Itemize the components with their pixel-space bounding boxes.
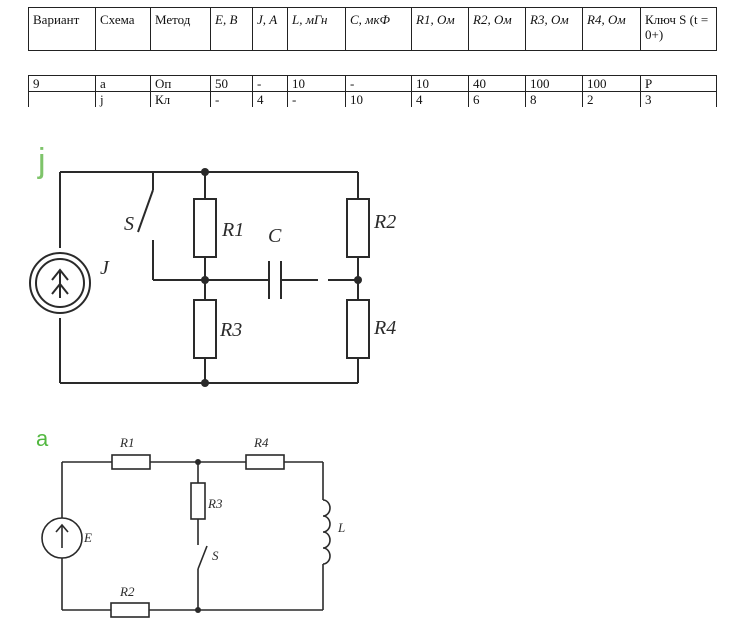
junction-dots: [195, 168, 362, 613]
switch-s-a: [197, 545, 208, 570]
label-r1-j: R1: [221, 219, 244, 241]
header-c: C, мкФ: [345, 7, 412, 51]
header-e: E, В: [210, 7, 253, 51]
resistor-r2-j: [346, 198, 370, 258]
label-r3-a: R3: [207, 496, 223, 511]
table-cell: P: [640, 75, 717, 92]
parameters-table-header: Вариант Схема Метод E, В J, А L, мГн C, …: [28, 7, 717, 51]
resistor-r4-a: [245, 454, 285, 470]
label-e: E: [83, 530, 92, 545]
circuit-a-tag: a: [36, 426, 49, 451]
resistor-r3-a: [190, 482, 206, 520]
label-r4-a: R4: [253, 435, 269, 450]
table-row: 9 a Оп 50 - 10 - 10 40 100 100 P: [28, 75, 717, 92]
resistor-r2-a: [110, 602, 150, 618]
table-cell: 50: [210, 75, 253, 92]
header-r4: R4, Ом: [582, 7, 641, 51]
table-cell: a: [95, 75, 151, 92]
label-j: J: [100, 257, 110, 279]
label-s-j: S: [124, 213, 134, 235]
table-cell: Оп: [150, 75, 211, 92]
label-c: C: [268, 225, 282, 247]
circuit-j-tag: j: [37, 142, 46, 180]
header-scheme: Схема: [95, 7, 151, 51]
table-cell: 9: [28, 75, 96, 92]
table-cell: 40: [468, 75, 526, 92]
header-r2: R2, Ом: [468, 7, 526, 51]
table-cell: 100: [582, 75, 641, 92]
table-cell: 3: [640, 91, 717, 107]
switch-s-j: [137, 172, 154, 280]
header-r3: R3, Ом: [525, 7, 583, 51]
table-row: j Кл - 4 - 10 4 6 8 2 3: [28, 91, 717, 107]
label-r2-j: R2: [373, 211, 396, 233]
table-cell: -: [252, 75, 288, 92]
label-r1-a: R1: [119, 435, 134, 450]
resistor-r4-j: [346, 299, 370, 359]
label-l: L: [337, 520, 345, 535]
inductor-l: [322, 499, 331, 565]
current-source-j: [29, 252, 91, 314]
parameters-table-rows: 9 a Оп 50 - 10 - 10 40 100 100 P j Кл - …: [28, 75, 717, 107]
header-row: Вариант Схема Метод E, В J, А L, мГн C, …: [28, 7, 717, 51]
resistor-r3-j: [193, 299, 217, 359]
label-r4-j: R4: [373, 317, 396, 339]
label-r3-j: R3: [219, 319, 242, 341]
resistor-r1-j: [193, 198, 217, 258]
header-r1: R1, Ом: [411, 7, 469, 51]
circuit-j: [29, 171, 370, 384]
header-switch: Ключ S (t = 0+): [640, 7, 717, 51]
table-cell: 10: [411, 75, 469, 92]
header-variant: Вариант: [28, 7, 96, 51]
label-s-a: S: [212, 548, 219, 563]
label-r2-a: R2: [119, 584, 135, 599]
capacitor-c: [205, 261, 358, 299]
resistor-r1-a: [111, 454, 151, 470]
voltage-source-e: [41, 517, 83, 559]
